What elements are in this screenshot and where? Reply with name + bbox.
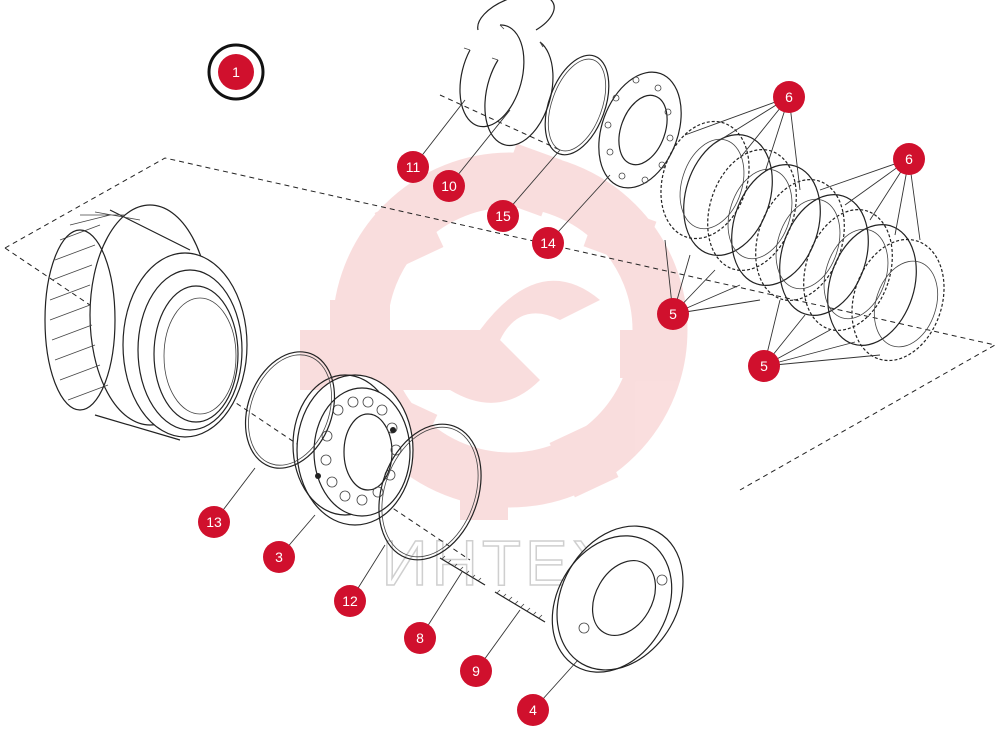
spring-9[interactable] <box>494 589 546 623</box>
assembly-number-text: 1 <box>232 64 240 80</box>
retainer-plate[interactable] <box>528 503 708 694</box>
callout-label: 12 <box>342 593 358 609</box>
snap-ring-10[interactable] <box>484 41 554 147</box>
callout-badge-c6a[interactable]: 6 <box>773 81 805 113</box>
o-ring-12-inner <box>381 426 479 558</box>
callout-circle <box>397 151 429 183</box>
o-ring-13-inner <box>248 354 332 466</box>
callout-label: 4 <box>529 702 537 718</box>
callout-badge-c10[interactable]: 10 <box>433 170 465 202</box>
callout-circle <box>263 541 295 573</box>
callout-badge-c4[interactable]: 4 <box>517 694 549 726</box>
callout-label: 9 <box>472 663 480 679</box>
assembly-envelope-dashed <box>4 157 997 491</box>
assembly-envelope-dashed-lower <box>4 247 471 561</box>
callout-label: 5 <box>760 358 768 374</box>
callout-label: 8 <box>416 630 424 646</box>
callout-circle <box>532 227 564 259</box>
snap-ring-11[interactable] <box>459 24 525 128</box>
spring-8[interactable] <box>439 555 486 586</box>
callout-badge-c8[interactable]: 8 <box>404 622 436 654</box>
callout-badge-c13[interactable]: 13 <box>198 506 230 538</box>
clutch-drum[interactable] <box>44 204 248 441</box>
callout-label: 13 <box>206 514 222 530</box>
callout-circle <box>773 81 805 113</box>
callout-badge-c12[interactable]: 12 <box>334 585 366 617</box>
callout-label: 6 <box>905 151 913 167</box>
callout-label: 15 <box>495 208 511 224</box>
assembly-number-badge[interactable]: 1 <box>207 43 265 101</box>
o-ring-12[interactable] <box>361 410 499 574</box>
seal-ring-15-inner <box>547 58 607 152</box>
snap-ring-top[interactable] <box>477 0 555 31</box>
callout-circle <box>433 170 465 202</box>
callout-circle <box>748 350 780 382</box>
callout-layer: 11 10 15 14 6 6 5 5 13 3 12 8 9 4 <box>198 81 925 726</box>
callout-badge-c14[interactable]: 14 <box>532 227 564 259</box>
callout-label: 14 <box>540 235 556 251</box>
callout-label: 3 <box>275 549 283 565</box>
callout-badge-c9[interactable]: 9 <box>460 655 492 687</box>
callout-label: 5 <box>669 306 677 322</box>
callout-circle <box>487 200 519 232</box>
callout-circle <box>657 298 689 330</box>
callout-label: 11 <box>406 159 421 175</box>
seal-ring-15[interactable] <box>533 47 621 164</box>
callout-circle <box>404 622 436 654</box>
callout-badge-c3[interactable]: 3 <box>263 541 295 573</box>
callout-badge-c5b[interactable]: 5 <box>748 350 780 382</box>
callout-label: 10 <box>441 178 457 194</box>
callout-badge-c5a[interactable]: 5 <box>657 298 689 330</box>
callout-badge-c11[interactable]: 11 <box>397 151 429 183</box>
callout-circle <box>334 585 366 617</box>
callout-badge-c15[interactable]: 15 <box>487 200 519 232</box>
callout-circle <box>517 694 549 726</box>
pressure-plate[interactable] <box>584 61 696 200</box>
callout-circle <box>198 506 230 538</box>
callout-badge-c6b[interactable]: 6 <box>893 143 925 175</box>
callout-circle <box>460 655 492 687</box>
callout-circle <box>893 143 925 175</box>
o-ring-13[interactable] <box>230 339 350 480</box>
callout-label: 6 <box>785 89 793 105</box>
